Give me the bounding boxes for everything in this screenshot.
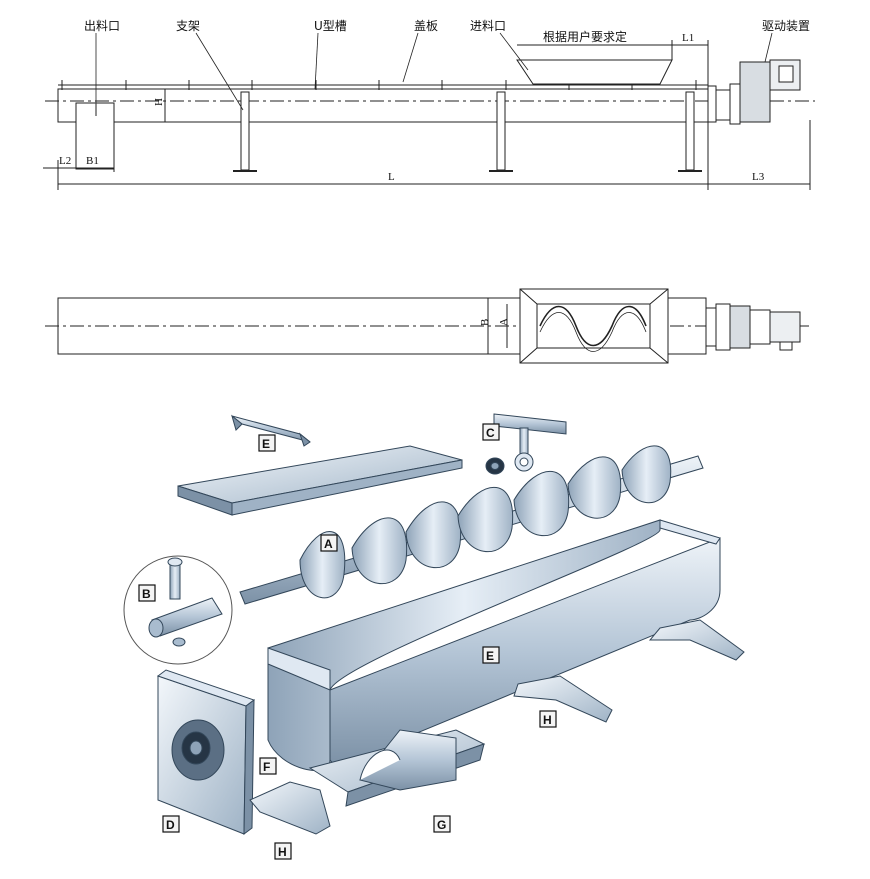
outlet-box xyxy=(75,102,115,170)
dim-h: H xyxy=(153,98,165,106)
dim-l1: L1 xyxy=(682,32,694,44)
stand-g-part xyxy=(308,729,486,807)
tag-f: F xyxy=(259,757,277,775)
exploded-labels: E C A B E H D F G H xyxy=(138,423,557,860)
svg-text:H: H xyxy=(543,713,552,727)
foot-h-right-part xyxy=(513,619,745,723)
tag-d: D xyxy=(162,815,180,833)
screw-flight-top xyxy=(539,305,647,347)
clamp-e-part xyxy=(231,414,311,447)
svg-text:E: E xyxy=(486,649,494,663)
top-view-labels: B A xyxy=(479,318,510,326)
dim-b1: B1 xyxy=(86,155,99,167)
hanger-bearing-c-part xyxy=(485,413,567,475)
cover-label: 盖板 xyxy=(414,19,438,33)
svg-text:F: F xyxy=(263,760,270,774)
drive-label: 驱动装置 xyxy=(762,19,810,33)
tag-h-right: H xyxy=(539,710,557,728)
foot-h-bottom-part xyxy=(249,781,331,835)
tag-e-top: E xyxy=(258,434,276,452)
dim-l3: L3 xyxy=(752,171,765,183)
dim-l2: L2 xyxy=(59,155,71,167)
outlet-label: 出料口 xyxy=(84,19,120,33)
side-view-labels: 出料口 支架 U型槽 盖板 进料口 根据用户要求定 驱动装置 L1 H L2 B… xyxy=(59,19,810,183)
trough-body xyxy=(57,88,709,123)
tag-h-bottom: H xyxy=(274,842,292,860)
dim-l: L xyxy=(388,171,395,183)
tag-g: G xyxy=(433,815,451,833)
svg-text:C: C xyxy=(486,426,495,440)
svg-text:D: D xyxy=(166,818,175,832)
leader-lines xyxy=(95,32,773,111)
svg-text:B: B xyxy=(142,587,151,601)
svg-text:E: E xyxy=(262,437,270,451)
svg-text:A: A xyxy=(324,537,333,551)
drive-unit xyxy=(707,59,801,125)
side-dimensions xyxy=(43,40,811,190)
svg-text:H: H xyxy=(278,845,287,859)
tag-e-trough: E xyxy=(482,646,500,664)
inlet-label: 进料口 xyxy=(470,19,506,33)
support-legs xyxy=(233,91,702,172)
end-plate-d-part xyxy=(156,669,256,836)
tag-c: C xyxy=(482,423,500,441)
tag-b: B xyxy=(138,584,156,602)
coupling-b-part xyxy=(123,555,233,665)
top-view xyxy=(45,288,812,364)
dim-a: A xyxy=(498,318,510,326)
side-view xyxy=(43,32,815,190)
dim-b: B xyxy=(479,319,491,326)
bracket-label: 支架 xyxy=(176,19,200,33)
inlet-hopper xyxy=(516,59,673,85)
screw-shaft-a-part xyxy=(239,445,704,605)
top-drive-unit xyxy=(705,303,801,351)
per-user-label: 根据用户要求定 xyxy=(543,29,627,44)
svg-text:G: G xyxy=(437,818,446,832)
exploded-view xyxy=(123,413,745,836)
u-trough-label: U型槽 xyxy=(314,19,347,33)
tag-a: A xyxy=(320,534,338,552)
cover-plate-part xyxy=(177,445,463,516)
